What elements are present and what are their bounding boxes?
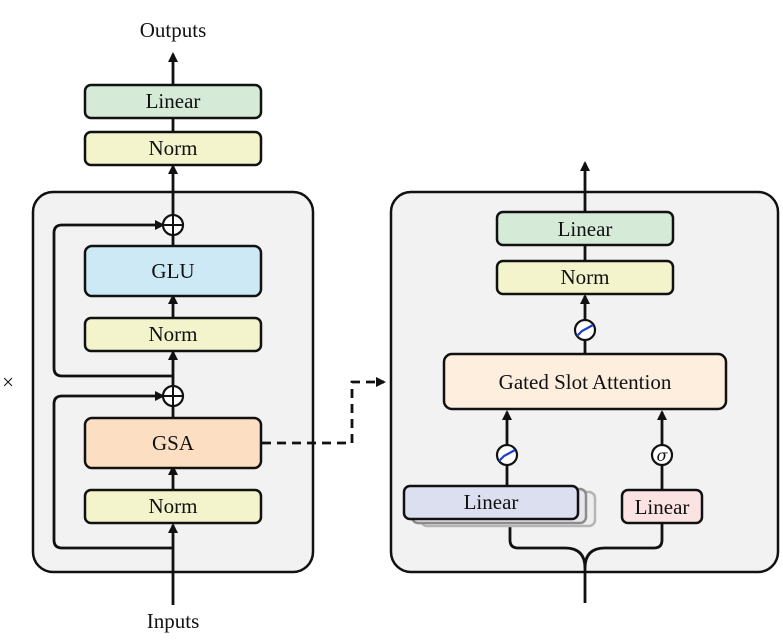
gsa-label: GSA <box>152 431 195 455</box>
residual-connection-upper <box>52 220 173 378</box>
right-norm-label: Norm <box>561 265 610 289</box>
right-norm-box <box>495 259 675 296</box>
left-norm-top-label: Norm <box>149 136 198 160</box>
add-operator-upper <box>161 213 185 237</box>
linear-activation-icon <box>495 443 519 467</box>
linear-activation-icon <box>573 318 597 342</box>
left-norm-mid-label: Norm <box>149 322 198 346</box>
gated-slot-attention-label: Gated Slot Attention <box>499 370 672 394</box>
left-norm-mid-box <box>83 316 263 353</box>
outputs-label: Outputs <box>140 18 207 42</box>
gsa-detail-connector <box>262 377 386 445</box>
left-linear-label: Linear <box>146 89 201 113</box>
add-operator-lower <box>161 384 185 408</box>
sigmoid-activation-icon: σ <box>650 443 674 467</box>
gated-slot-attention-box <box>442 352 728 411</box>
left-norm-bottom-box <box>83 488 263 525</box>
inputs-label: Inputs <box>147 609 200 633</box>
left-norm-top-box <box>83 130 263 167</box>
left-norm-bottom-label: Norm <box>149 494 198 518</box>
right-input-split <box>508 518 664 569</box>
right-linear-right-label: Linear <box>635 495 690 519</box>
sigma-label: σ <box>657 446 669 465</box>
right-linear-top-box <box>495 210 675 247</box>
gsa-box <box>83 416 263 470</box>
residual-connection-lower <box>52 391 173 550</box>
repeat-count-label: × <box>2 370 14 394</box>
right-linear-left-box <box>402 484 580 521</box>
right-linear-top-label: Linear <box>558 217 613 241</box>
right-linear-right-box <box>620 488 704 525</box>
glu-box <box>83 244 263 298</box>
right-linear-left-label: Linear <box>464 490 519 514</box>
glu-label: GLU <box>151 259 194 283</box>
left-linear-box <box>83 83 263 120</box>
